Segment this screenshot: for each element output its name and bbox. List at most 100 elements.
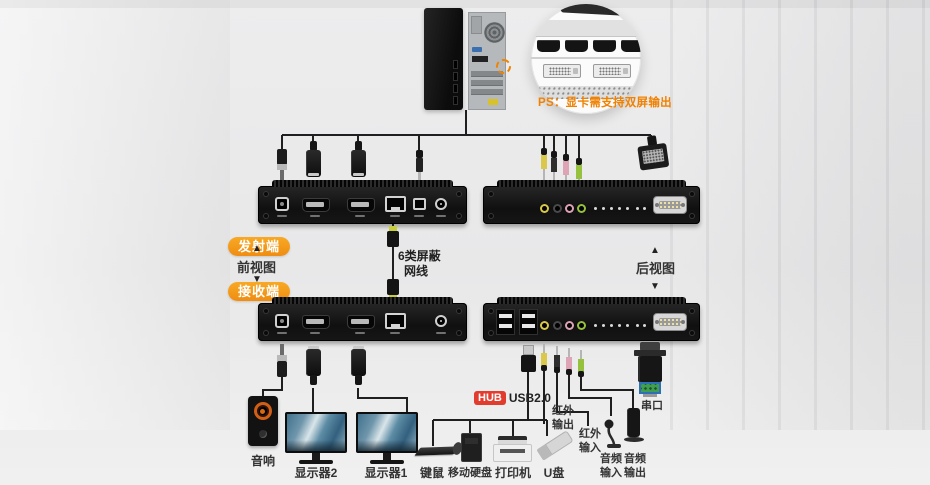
transmitter-front-panel xyxy=(258,180,467,224)
serial-adapter xyxy=(632,340,668,398)
device-vent xyxy=(497,180,686,187)
toslink-tip xyxy=(280,344,284,356)
arrow-down: ▼ xyxy=(252,274,262,285)
pc-expansion-slot xyxy=(471,71,503,77)
gpu-dvi-port xyxy=(593,64,631,78)
usb-ports xyxy=(519,309,538,335)
black-jack-plug xyxy=(551,158,557,172)
jack-tip xyxy=(580,350,582,360)
dp-plug-boot xyxy=(310,141,317,151)
jack-tip xyxy=(543,169,545,186)
dp2-port xyxy=(302,315,330,329)
dp-plug-boot xyxy=(355,141,362,151)
mic-jack xyxy=(565,321,574,330)
spdif-to-speaker-line xyxy=(262,372,283,398)
gpu-dp-port xyxy=(537,40,560,52)
screw xyxy=(456,308,462,314)
pc-psu xyxy=(471,16,482,34)
toslink-plug xyxy=(277,361,287,377)
rj45-plug xyxy=(387,231,399,247)
screw xyxy=(456,330,462,336)
jack-boot xyxy=(541,148,547,155)
transmitter-badge: 发射端 xyxy=(228,237,290,256)
displayport-plug xyxy=(351,150,366,177)
hub-label: HUB USB2.0 xyxy=(474,391,551,405)
device-vent xyxy=(497,297,686,304)
jack-boot xyxy=(566,369,572,375)
ir-in-jack xyxy=(553,204,562,213)
spdif-port xyxy=(275,314,289,328)
yellow-jack-plug xyxy=(541,155,547,169)
gpu-bracket xyxy=(531,20,641,37)
serial-label: 串口 xyxy=(641,400,663,412)
speaker-tower-icon xyxy=(624,408,644,444)
usb-b-port xyxy=(413,198,426,210)
screw xyxy=(689,213,695,219)
toslink-plug xyxy=(277,149,287,165)
rj45-plug xyxy=(387,279,399,295)
ir-out-label: 红外输出 xyxy=(552,405,574,431)
dual-screen-note: PS：显卡需支持双屏输出 xyxy=(538,97,672,109)
screw xyxy=(456,191,462,197)
screw xyxy=(263,308,269,314)
black-jack-plug xyxy=(554,355,560,368)
audio-plug-boot xyxy=(416,150,423,158)
mobile-hdd-label: 移动硬盘 xyxy=(448,467,492,479)
toslink-tip xyxy=(280,170,284,182)
pc-vga-port xyxy=(472,47,482,52)
ir-out-jack xyxy=(540,204,549,213)
line-out-jack xyxy=(577,204,586,213)
pc-tower-rear xyxy=(468,12,511,110)
screw xyxy=(263,330,269,336)
green-jack-plug xyxy=(576,165,582,179)
rear-view-label: 后视图 xyxy=(636,261,676,276)
audio-plug-tip xyxy=(418,172,421,183)
dc-power-port xyxy=(435,198,447,210)
printer-label: 打印机 xyxy=(494,466,531,480)
screw xyxy=(689,308,695,314)
arrow-up: ▲ xyxy=(252,243,262,254)
dp-plug-pins xyxy=(308,173,319,176)
dp1-port xyxy=(347,315,375,329)
dp1-port xyxy=(347,198,375,212)
dp2-port xyxy=(302,198,330,212)
hub-tag: HUB xyxy=(474,391,506,405)
dp-plug-pins xyxy=(353,346,364,349)
usb-ports xyxy=(496,309,515,335)
mic-jack xyxy=(565,204,574,213)
dp-plug-pins xyxy=(353,173,364,176)
speaker-icon xyxy=(248,396,278,446)
device-vent xyxy=(272,180,453,187)
ir-in-jack xyxy=(553,321,562,330)
screw xyxy=(456,213,462,219)
gpu-dp-port xyxy=(565,40,588,52)
rj45-plug-tip xyxy=(389,226,397,231)
rs232-port xyxy=(653,313,687,331)
gpu-edge xyxy=(560,4,624,16)
monitor-1 xyxy=(356,412,418,464)
usb-hub-lines xyxy=(432,372,548,446)
line-out-jack xyxy=(577,321,586,330)
pc-expansion-slot xyxy=(471,89,503,95)
ir-out-jack xyxy=(540,321,549,330)
gpu-divider xyxy=(531,57,641,59)
lan-port xyxy=(385,313,406,329)
ir-in-label: 红外输入 xyxy=(579,428,601,454)
pc-vent xyxy=(453,60,458,69)
top-drop-lines xyxy=(281,135,652,160)
screw xyxy=(488,191,494,197)
displayport-plug xyxy=(306,349,321,376)
pc-vent xyxy=(453,96,458,105)
displayport-plug xyxy=(351,349,366,376)
pc-vent xyxy=(453,72,458,81)
monitor-screen xyxy=(358,414,416,451)
screw xyxy=(263,213,269,219)
jack-tip xyxy=(553,172,555,186)
receiver-rear-panel xyxy=(483,297,700,341)
green-jack-plug xyxy=(578,359,584,372)
audio-out-label: 音频输出 xyxy=(624,453,646,479)
printer-icon xyxy=(493,436,532,462)
screw xyxy=(488,308,494,314)
screw xyxy=(689,330,695,336)
